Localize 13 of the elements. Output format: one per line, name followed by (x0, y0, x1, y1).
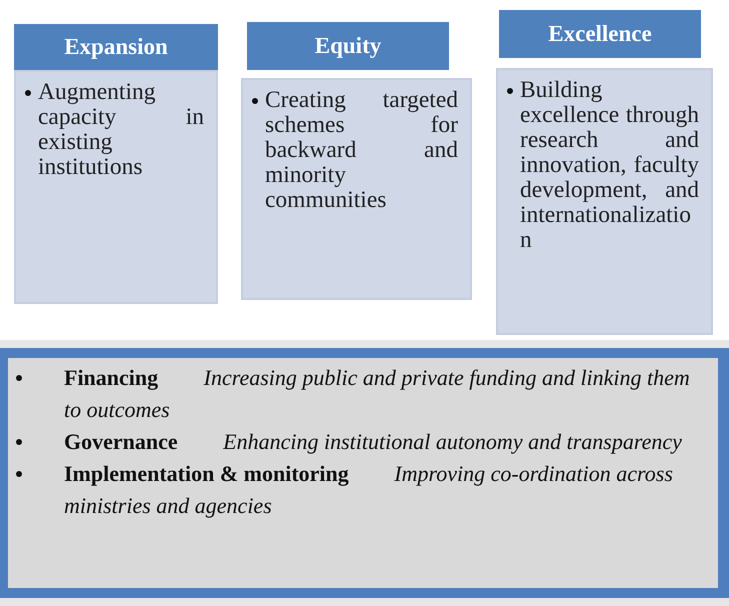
list-item: Implementation & monitoring Improving co-ordination across ministries and agencies (64, 461, 673, 518)
column-header: Expansion (14, 24, 218, 70)
list-panel (8, 358, 718, 588)
bullet-text: Building excellence through research and innovation, faculty development, and internationalization (520, 77, 699, 253)
bullet-text: Augmenting capacity in existing institutions (38, 79, 204, 180)
column-header: Equity (247, 22, 449, 70)
content-box (14, 70, 218, 304)
content-box (496, 68, 713, 335)
content-box (241, 78, 472, 300)
list-item: Governance Enhancing institutional autonomy and transparency (64, 429, 682, 454)
list-item: Financing Increasing public and private funding and linking them to outcomes (64, 365, 690, 422)
bullet-text: Creating targeted schemes for backward and minority communities (265, 87, 458, 213)
column-header: Excellence (499, 10, 701, 58)
